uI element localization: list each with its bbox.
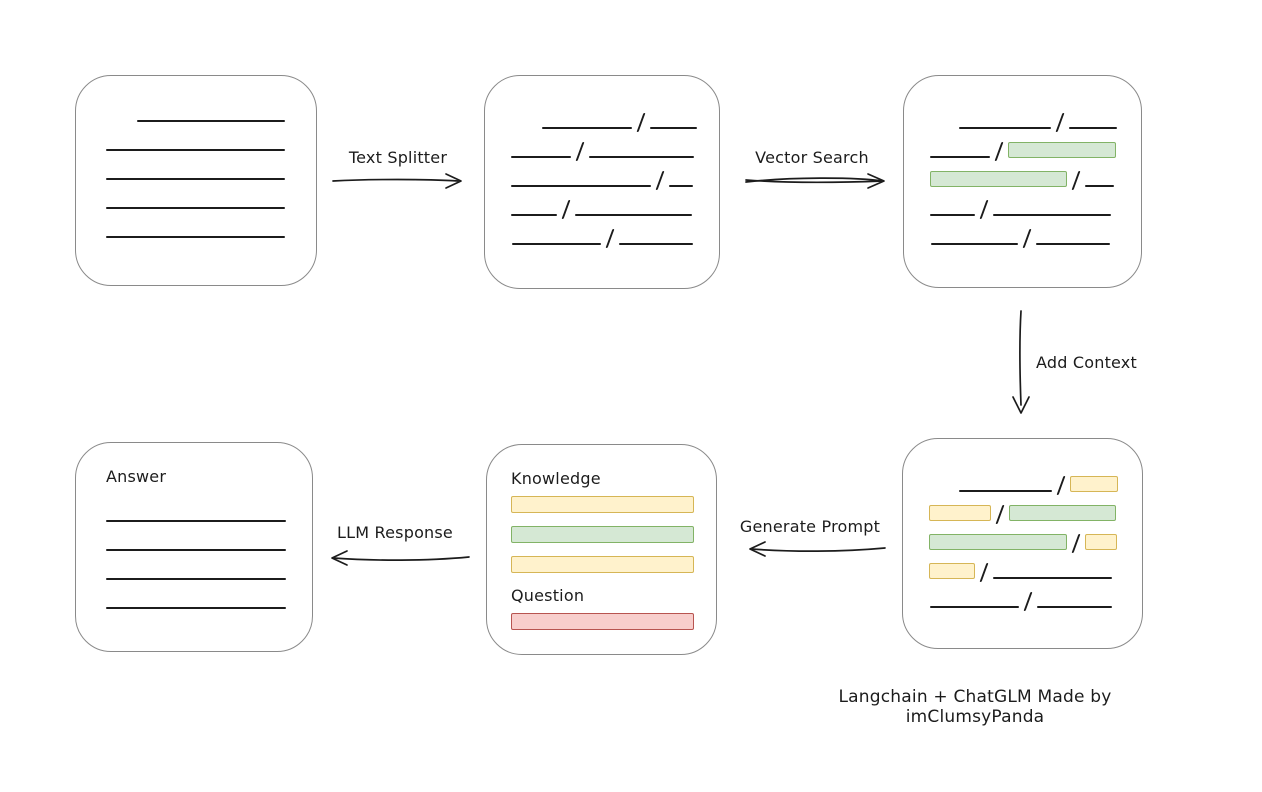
text-line (106, 149, 285, 151)
text-line (137, 120, 285, 122)
text-line (1037, 606, 1112, 608)
yellow-chunk-chip (1070, 476, 1118, 492)
yellow-chunk-chip (929, 505, 991, 521)
green-chunk-chip (1008, 142, 1116, 158)
answer-label: Answer (106, 467, 167, 486)
text-line (959, 127, 1051, 129)
text-line (511, 156, 571, 158)
text-row (929, 492, 1142, 524)
text-row (929, 550, 1142, 582)
green-chunk-chip (929, 534, 1067, 550)
llm-response-arrow-left-icon (331, 550, 470, 566)
diagram-caption: Langchain + ChatGLM Made by imClumsyPand… (838, 687, 1112, 727)
text-line (1036, 243, 1110, 245)
text-row (512, 216, 719, 248)
add-context-label: Add Context (1036, 353, 1137, 372)
text-row (511, 187, 719, 219)
context-chunks-box (902, 438, 1143, 649)
text-line (542, 127, 632, 129)
vector-search-label: Vector Search (755, 148, 869, 167)
text-row (959, 100, 1141, 132)
red-bar (511, 613, 694, 630)
llm-response-label: LLM Response (337, 523, 453, 542)
text-row (106, 551, 312, 580)
text-row (929, 521, 1142, 553)
slash-separator (1023, 592, 1033, 611)
yellow-chunk-chip (1085, 534, 1117, 550)
text-row (137, 93, 316, 122)
text-line (589, 156, 694, 158)
text-row (930, 187, 1141, 219)
text-splitter-label: Text Splitter (348, 148, 448, 167)
text-splitter-arrow-right-icon (332, 173, 462, 189)
slash-separator (1022, 229, 1032, 248)
source-document-box (75, 75, 317, 286)
text-line (511, 214, 557, 216)
text-line (511, 185, 651, 187)
text-line (106, 549, 286, 551)
yellow-bar (511, 556, 694, 573)
text-line (106, 520, 286, 522)
text-row (511, 129, 719, 161)
text-row (106, 122, 316, 151)
text-line (575, 214, 692, 216)
generate-prompt-label: Generate Prompt (739, 517, 881, 536)
text-line (106, 178, 285, 180)
text-line (669, 185, 693, 187)
green-bar (511, 526, 694, 543)
text-line (993, 214, 1111, 216)
text-line (959, 490, 1052, 492)
text-line (930, 606, 1019, 608)
text-row (106, 522, 312, 551)
section-label: Question (511, 586, 585, 605)
text-row (511, 158, 719, 190)
text-row (959, 463, 1142, 495)
text-row (106, 580, 312, 609)
text-line (512, 243, 601, 245)
text-row (930, 158, 1141, 190)
text-line (1085, 185, 1114, 187)
vector-search-arrow-right-icon (745, 173, 885, 189)
section-label: Knowledge (511, 469, 601, 488)
green-chunk-chip (930, 171, 1067, 187)
text-line (650, 127, 697, 129)
text-line (931, 243, 1018, 245)
text-row (930, 579, 1142, 611)
text-line (1069, 127, 1117, 129)
yellow-chunk-chip (929, 563, 975, 579)
answer-box: Answer (75, 442, 313, 652)
text-row (106, 493, 312, 522)
text-row (930, 129, 1141, 161)
text-line (930, 156, 990, 158)
generate-prompt-arrow-left-icon (749, 541, 886, 557)
green-chunk-chip (1009, 505, 1116, 521)
text-row (106, 151, 316, 180)
text-line (106, 578, 286, 580)
text-line (619, 243, 693, 245)
text-row (931, 216, 1141, 248)
text-line (106, 207, 285, 209)
split-chunks-box (484, 75, 720, 289)
add-context-arrow-down-icon (1012, 310, 1030, 414)
text-row (542, 100, 719, 132)
answer-lines (106, 493, 312, 609)
slash-separator (605, 229, 615, 248)
text-line (993, 577, 1112, 579)
text-line (930, 214, 975, 216)
text-line (106, 236, 285, 238)
text-row (106, 209, 316, 238)
yellow-bar (511, 496, 694, 513)
text-line (106, 607, 286, 609)
text-row (106, 180, 316, 209)
matched-chunks-box (903, 75, 1142, 288)
